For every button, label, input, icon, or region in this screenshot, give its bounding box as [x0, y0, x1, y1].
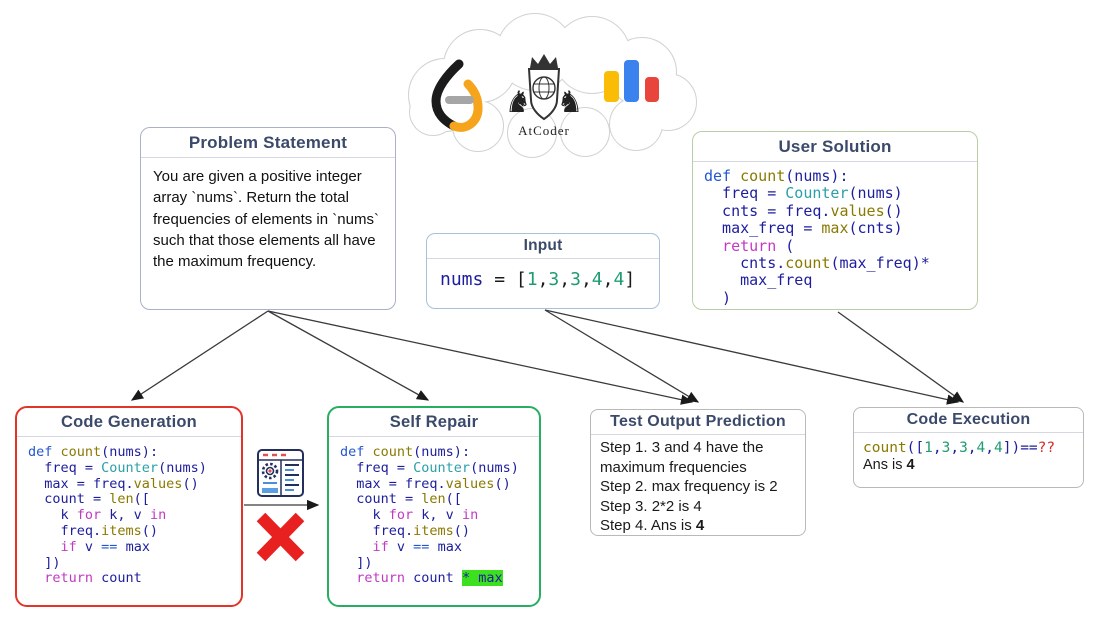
- failure-x-icon: [256, 512, 305, 562]
- code-execution-title: Code Execution: [854, 408, 1083, 433]
- self-repair-code: def count(nums): freq = Counter(nums) ma…: [340, 444, 519, 587]
- problem-statement-box: Problem Statement You are given a positi…: [140, 127, 396, 310]
- code-execution-code: count([1,3,3,4,4])==??: [863, 440, 1056, 456]
- user-solution-box: User Solution def count(nums): freq = Co…: [692, 131, 978, 310]
- leetcode-icon: [431, 59, 483, 132]
- arrow-input-to-testoutput: [544, 309, 700, 403]
- test-output-prediction-box: Test Output Prediction Step 1. 3 and 4 h…: [590, 409, 806, 536]
- self-repair-box: Self Repair def count(nums): freq = Coun…: [327, 406, 541, 607]
- code-execution-answer: Ans is 4: [863, 457, 915, 473]
- arrow-problem-to-testoutput: [267, 310, 694, 405]
- test-output-prediction-title: Test Output Prediction: [591, 410, 805, 435]
- arrow-usersolution-to-codeexec: [837, 311, 965, 403]
- problem-statement-title: Problem Statement: [141, 128, 395, 158]
- test-output-prediction-steps: Step 1. 3 and 4 have the maximum frequen…: [600, 439, 778, 534]
- atcoder-horse-right: ♞: [557, 85, 584, 120]
- code-generation-title: Code Generation: [17, 408, 241, 437]
- problem-statement-text: You are given a positive integer array `…: [153, 168, 379, 271]
- platforms-cloud: ♞ ♞ AtCoder: [408, 13, 697, 158]
- code-execution-box: Code Execution count([1,3,3,4,4])==?? An…: [853, 407, 1084, 488]
- user-solution-title: User Solution: [693, 132, 977, 162]
- input-box: Input nums = [1,3,3,4,4]: [426, 233, 660, 309]
- arrow-problem-to-codegen: [130, 310, 269, 401]
- flow-arrows: [130, 309, 965, 511]
- atcoder-icon: ♞ ♞ AtCoder: [505, 54, 584, 138]
- self-repair-title: Self Repair: [329, 408, 539, 437]
- user-solution-code: def count(nums): freq = Counter(nums) cn…: [704, 167, 930, 307]
- code-generation-code: def count(nums): freq = Counter(nums) ma…: [28, 444, 207, 587]
- code-review-icon: [257, 449, 304, 497]
- arrow-problem-to-selfrepair: [267, 310, 430, 401]
- atcoder-label: AtCoder: [518, 123, 570, 138]
- code-generation-box: Code Generation def count(nums): freq = …: [15, 406, 243, 607]
- input-code: nums = [1,3,3,4,4]: [440, 269, 636, 290]
- atcoder-horse-left: ♞: [505, 85, 532, 120]
- input-title: Input: [427, 234, 659, 259]
- codeforces-icon: [604, 60, 659, 102]
- arrow-input-to-codeexec: [544, 309, 960, 405]
